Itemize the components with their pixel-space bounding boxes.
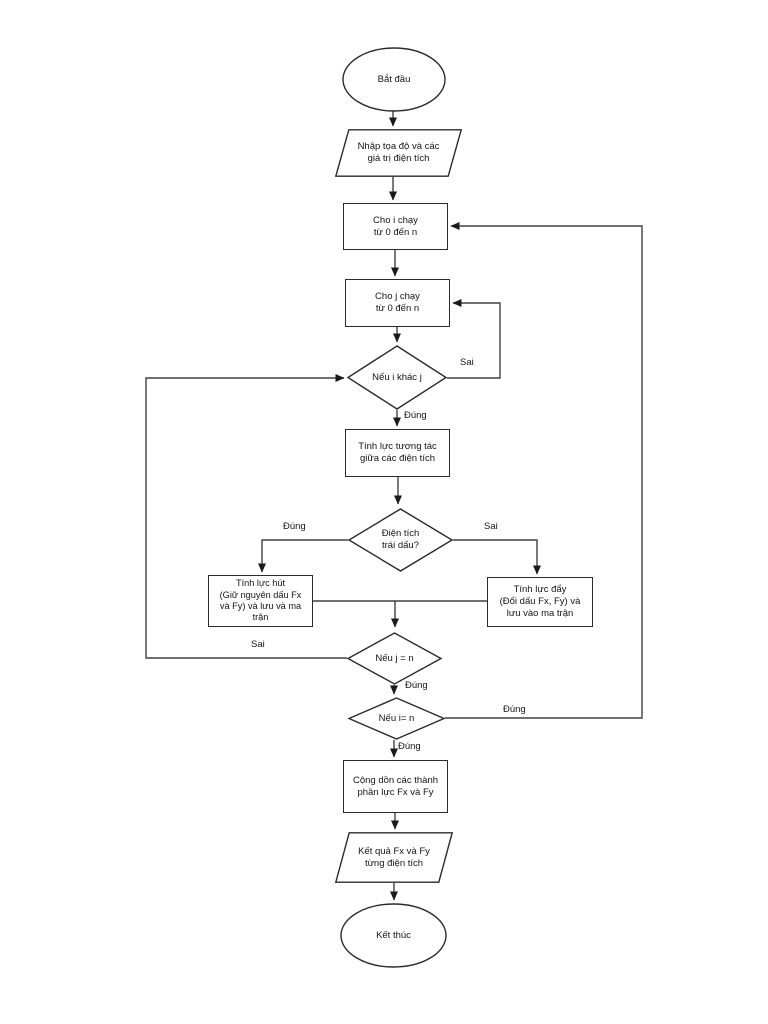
node-calc-repulsion: Tính lực đẩy (Đổi dấu Fx, Fy) và lưu vào… — [487, 577, 593, 627]
edge-label-i-neq-j-false: Sai — [460, 357, 474, 368]
node-decision-j-equals-n: Nếu j = n — [346, 632, 443, 685]
decision-shape — [346, 345, 448, 410]
node-decision-i-equals-n: Nếu i= n — [347, 697, 446, 740]
node-label: Bắt đầu — [377, 73, 411, 85]
node-sum-force-components: Cộng dồn các thành phần lực Fx và Fy — [343, 760, 448, 813]
edge-label-i-equals-n-done: Đúng — [398, 741, 421, 752]
node-end: Kết thúc — [340, 903, 447, 968]
node-label: Tính lực tương tác giữa các điện tích — [358, 441, 437, 464]
node-input-coordinates: Nhập tọa độ và các giá trị điện tích — [334, 129, 463, 177]
node-calc-attraction: Tính lực hút (Giữ nguyên dấu Fx và Fy) v… — [208, 575, 313, 627]
node-label: Nếu i= n — [378, 712, 415, 724]
terminator-shape — [342, 47, 446, 112]
decision-shape — [346, 632, 443, 685]
edge-label-opposite-true: Đúng — [283, 521, 306, 532]
terminator-shape — [340, 903, 447, 968]
node-label: Nhập tọa độ và các giá trị điện tích — [357, 141, 440, 164]
edge-label-opposite-false: Sai — [484, 521, 498, 532]
edge-label-j-equals-n-false: Sai — [251, 639, 265, 650]
node-output-results: Kết quả Fx và Fy từng điện tích — [334, 832, 454, 883]
io-shape — [334, 832, 454, 883]
node-loop-j: Cho j chạy từ 0 đến n — [345, 279, 450, 327]
node-label: Cho i chạy từ 0 đến n — [373, 214, 418, 238]
node-label: Điện tích trái dấu? — [381, 528, 420, 551]
node-calc-interaction-force: Tính lực tương tác giữa các điện tích — [345, 429, 450, 477]
node-decision-i-neq-j: Nếu i khác j — [346, 345, 448, 410]
node-label: Cho j chạy từ 0 đến n — [375, 291, 420, 314]
node-label: Cộng dồn các thành phần lực Fx và Fy — [352, 774, 439, 798]
decision-shape — [347, 508, 454, 572]
node-loop-i: Cho i chạy từ 0 đến n — [343, 203, 448, 250]
node-decision-opposite-charge: Điện tích trái dấu? — [347, 508, 454, 572]
node-label: Tính lực hút (Giữ nguyên dấu Fx và Fy) v… — [219, 578, 302, 623]
decision-shape — [347, 697, 446, 740]
edge-label-j-equals-n-true: Đúng — [405, 680, 428, 691]
node-label: Kết quả Fx và Fy từng điện tích — [358, 845, 430, 869]
edge-label-i-equals-n-loop: Đúng — [503, 704, 526, 715]
node-start: Bắt đầu — [342, 47, 446, 112]
node-label: Nếu j = n — [375, 652, 414, 664]
edge-label-i-neq-j-true: Đúng — [404, 410, 427, 421]
node-label: Kết thúc — [376, 929, 411, 941]
node-label: Tính lực đẩy (Đổi dấu Fx, Fy) và lưu vào… — [499, 584, 581, 619]
node-label: Nếu i khác j — [372, 371, 422, 383]
io-shape — [334, 129, 463, 177]
